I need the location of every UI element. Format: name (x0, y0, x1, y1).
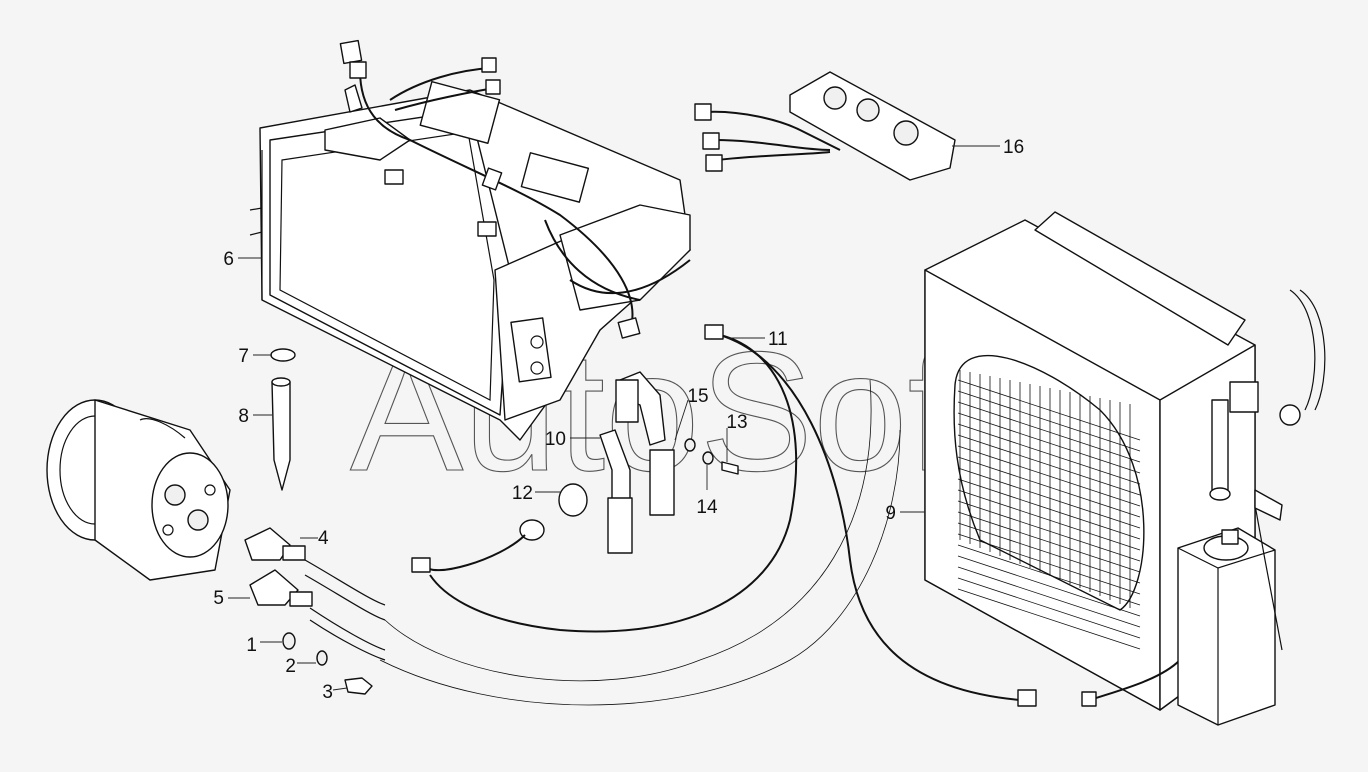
callout-1: 1 (246, 635, 257, 656)
leader-lines (228, 145, 1000, 691)
hose-fittings (244, 379, 901, 706)
callout-8: 8 (238, 406, 249, 427)
condenser-unit (924, 211, 1326, 711)
callout-15: 15 (687, 386, 708, 407)
callout-5: 5 (213, 588, 224, 609)
callout-3: 3 (322, 682, 333, 703)
callout-13: 13 (726, 412, 747, 433)
valve-assembly (411, 371, 739, 573)
callout-12: 12 (512, 483, 533, 504)
main-harness (429, 324, 1037, 707)
condenser-grid (957, 370, 1141, 650)
callout-4: 4 (318, 528, 329, 549)
receiver-drier (1177, 489, 1283, 726)
control-panel (694, 71, 956, 181)
evaporator-harness (339, 39, 691, 339)
compressor (46, 399, 231, 581)
callouts: 1 2 3 4 5 6 7 8 9 10 11 12 13 14 15 16 (213, 137, 1024, 703)
callout-11: 11 (768, 329, 788, 350)
callout-6: 6 (223, 249, 234, 270)
clamp-and-sleeve (270, 348, 296, 491)
callout-16: 16 (1003, 137, 1024, 158)
fasteners-set-a (282, 632, 373, 695)
callout-7: 7 (238, 346, 249, 367)
callout-2: 2 (285, 656, 296, 677)
evaporator-unit (249, 80, 691, 441)
callout-9: 9 (885, 503, 896, 524)
callout-10: 10 (545, 429, 566, 450)
callout-14: 14 (696, 497, 718, 518)
